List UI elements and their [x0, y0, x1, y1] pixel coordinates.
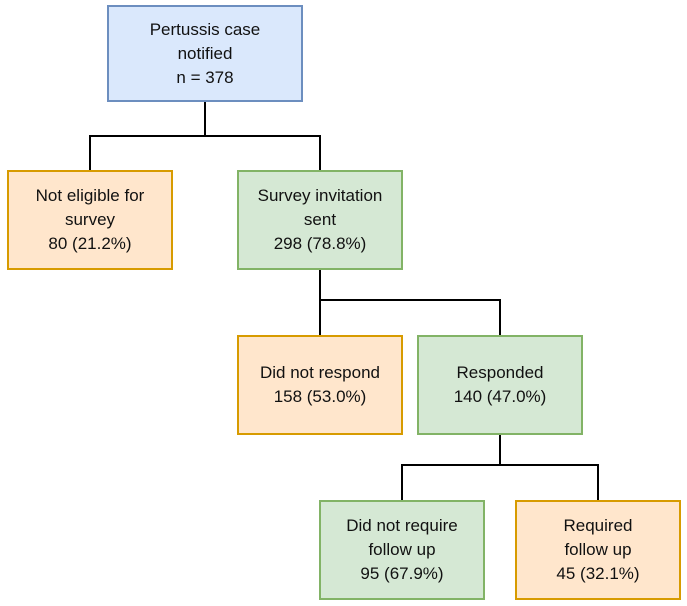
node-not-eligible-count: 80 (21.2%) — [48, 234, 132, 253]
node-follow-up-line1: Required — [563, 516, 633, 535]
connector-root-to-invited — [205, 135, 321, 170]
node-invitation-sent: Survey invitation sent 298 (78.8%) — [237, 170, 403, 270]
connector-responded-to-follow-up — [500, 464, 599, 500]
node-responded-line1: Responded — [456, 363, 544, 382]
node-responded-count: 140 (47.0%) — [453, 387, 547, 406]
node-invitation-sent-line1: Survey invitation — [257, 186, 383, 205]
node-no-follow-up-line2: follow up — [368, 540, 436, 559]
node-not-eligible-line1: Not eligible for — [35, 186, 145, 205]
node-case-notified-line2: notified — [177, 43, 233, 63]
node-did-not-respond: Did not respond 158 (53.0%) — [237, 335, 403, 435]
node-follow-up: Required follow up 45 (32.1%) — [515, 500, 681, 600]
node-no-follow-up: Did not require follow up 95 (67.9%) — [319, 500, 485, 600]
connector-responded-to-level3 — [401, 435, 501, 500]
node-case-notified-line1: Pertussis case — [149, 19, 261, 39]
node-did-not-respond-count: 158 (53.0%) — [273, 387, 367, 406]
node-no-follow-up-line1: Did not require — [346, 516, 458, 535]
connector-root-to-level1 — [89, 101, 206, 170]
node-invitation-sent-line2: sent — [303, 210, 337, 229]
node-case-notified-count: n = 378 — [176, 67, 234, 87]
node-not-eligible: Not eligible for survey 80 (21.2%) — [7, 170, 173, 270]
node-follow-up-count: 45 (32.1%) — [556, 564, 640, 583]
node-follow-up-line2: follow up — [564, 540, 632, 559]
node-not-eligible-line2: survey — [64, 210, 116, 229]
node-invitation-sent-count: 298 (78.8%) — [273, 234, 367, 253]
node-responded: Responded 140 (47.0%) — [417, 335, 583, 435]
node-did-not-respond-line1: Did not respond — [259, 363, 381, 382]
node-case-notified: Pertussis case notified n = 378 — [107, 5, 303, 102]
node-no-follow-up-count: 95 (67.9%) — [360, 564, 444, 583]
connector-invited-to-responded — [320, 299, 501, 335]
